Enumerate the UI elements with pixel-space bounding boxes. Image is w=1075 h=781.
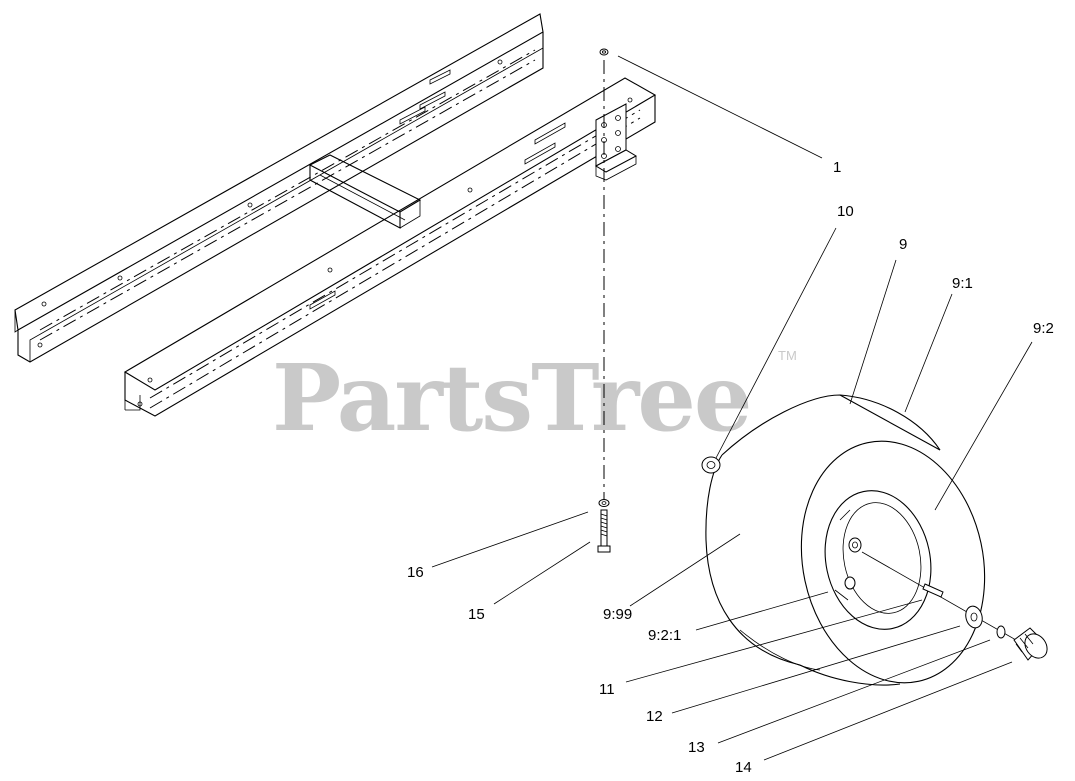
callout-11: 11 bbox=[599, 681, 615, 698]
callout-9-1: 9:1 bbox=[952, 275, 973, 292]
callout-9-2: 9:2 bbox=[1033, 320, 1054, 337]
watermark-trademark: TM bbox=[778, 348, 797, 363]
valve-stem-part-10 bbox=[701, 456, 721, 474]
frame-rail-front bbox=[123, 77, 657, 417]
key-part-12 bbox=[922, 583, 944, 598]
callout-9-99: 9:99 bbox=[603, 606, 632, 623]
callout-13: 13 bbox=[688, 739, 705, 756]
leader-lines bbox=[431, 55, 1033, 761]
retaining-ring bbox=[996, 625, 1006, 639]
callout-14: 14 bbox=[735, 759, 752, 776]
frame-rail-rear bbox=[14, 13, 544, 363]
callout-15: 15 bbox=[468, 606, 485, 623]
wheel-assembly bbox=[701, 394, 1031, 686]
callout-10: 10 bbox=[837, 203, 854, 220]
callout-16: 16 bbox=[407, 564, 424, 581]
callout-9: 9 bbox=[899, 236, 907, 253]
washer-part-16 bbox=[598, 499, 610, 507]
washer-part-13 bbox=[965, 605, 983, 629]
callout-9-2-1: 9:2:1 bbox=[648, 627, 681, 644]
nut-part-1 bbox=[599, 48, 609, 56]
mounting-bracket bbox=[594, 103, 638, 181]
watermark-text: PartsTree bbox=[272, 344, 750, 452]
callout-12: 12 bbox=[646, 708, 663, 725]
cap-part-14 bbox=[1013, 627, 1048, 661]
callout-1: 1 bbox=[833, 159, 841, 176]
bolt-part-15 bbox=[597, 509, 611, 553]
frame-cross-member bbox=[308, 154, 422, 229]
